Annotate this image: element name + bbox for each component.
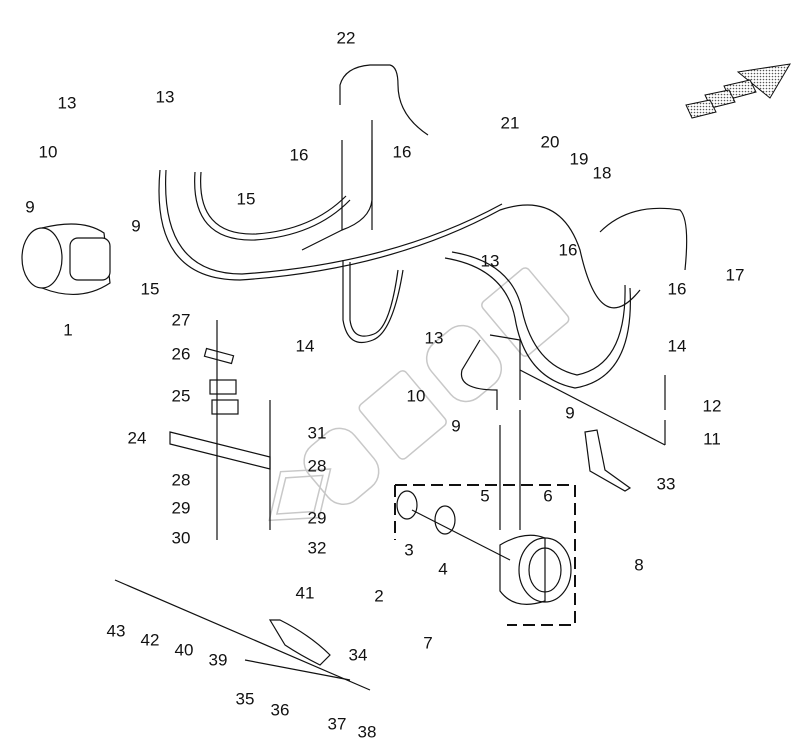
callout-40: 40 [174,640,194,660]
callout-9: 9 [565,403,575,423]
callout-43: 43 [106,621,126,641]
bracket-34 [268,619,331,666]
hose-15-inner [194,171,351,241]
callout-8: 8 [634,555,644,575]
callout-12: 12 [702,396,722,416]
callout-16: 16 [667,279,687,299]
travel-motor-left [21,223,111,296]
callout-19: 19 [569,149,589,169]
clamp-25-lower [211,399,239,415]
callout-29: 29 [171,498,191,518]
clamp-25-upper [209,379,237,395]
callout-34: 34 [348,645,368,665]
travel-motor-right [499,534,572,605]
callout-39: 39 [208,650,228,670]
hose-15-outer [158,169,641,309]
callout-9: 9 [451,416,461,436]
callout-17: 17 [725,265,745,285]
callout-38: 38 [357,722,377,742]
callout-15: 15 [140,279,160,299]
callout-31: 31 [307,423,327,443]
callout-13: 13 [155,87,175,107]
callout-28: 28 [171,470,191,490]
assembly-2-bounding-box [394,484,576,626]
tube-10-right [460,339,498,410]
callout-33: 33 [656,474,676,494]
callout-16: 16 [392,142,412,162]
watermark [268,267,570,522]
callout-4: 4 [438,559,448,579]
bracket-24 [169,431,271,470]
callout-9: 9 [131,216,141,236]
callout-3: 3 [404,540,414,560]
callout-41: 41 [295,583,315,603]
callout-6: 6 [543,486,553,506]
hose-15-outer-b [164,169,503,275]
callout-25: 25 [171,386,191,406]
callout-13: 13 [57,93,77,113]
callout-14: 14 [667,336,687,356]
plate-26 [203,347,235,365]
direction-arrow-icon [685,63,791,119]
callout-29: 29 [307,508,327,528]
callout-2: 2 [374,586,384,606]
pipe-17 [599,207,688,271]
callout-14: 14 [295,336,315,356]
callout-1: 1 [63,320,73,340]
callout-9: 9 [25,197,35,217]
callout-10: 10 [406,386,426,406]
callout-13: 13 [480,251,500,271]
hose-14-left [342,260,404,344]
callout-26: 26 [171,344,191,364]
callout-5: 5 [480,486,490,506]
bracket-33 [584,429,632,492]
callout-16: 16 [289,145,309,165]
hose-14-right [444,257,631,389]
callout-30: 30 [171,528,191,548]
callout-27: 27 [171,310,191,330]
callout-11: 11 [703,429,721,449]
callout-22: 22 [336,28,356,48]
callout-32: 32 [307,538,327,558]
hose-15-inner-b [200,171,347,235]
callout-35: 35 [235,689,255,709]
callout-24: 24 [127,428,147,448]
callout-7: 7 [423,633,433,653]
callout-36: 36 [270,700,290,720]
callout-21: 21 [500,113,520,133]
callout-10: 10 [38,142,58,162]
callout-37: 37 [327,714,347,734]
callout-16: 16 [558,240,578,260]
callout-13: 13 [424,328,444,348]
callout-18: 18 [592,163,612,183]
callout-28: 28 [307,456,327,476]
pipe-22 [339,64,429,136]
callout-15: 15 [236,189,256,209]
callout-20: 20 [540,132,560,152]
callout-42: 42 [140,630,160,650]
